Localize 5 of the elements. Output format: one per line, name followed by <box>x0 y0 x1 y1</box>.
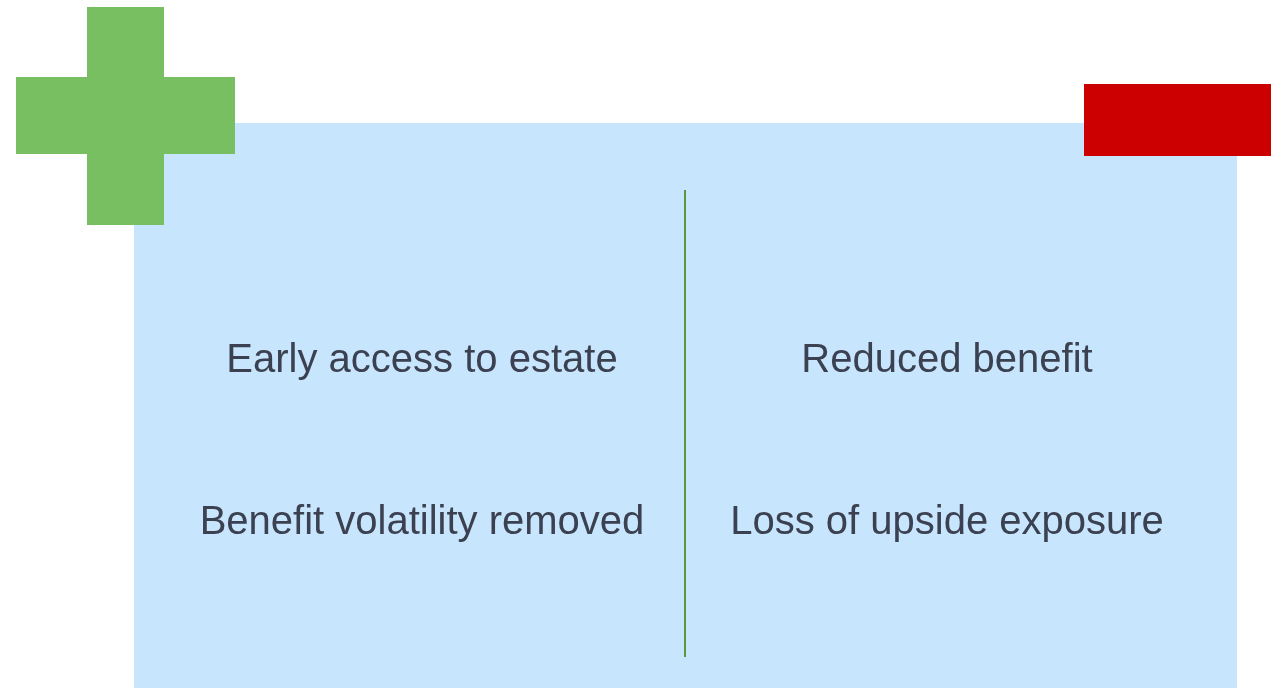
panel-text: Loss of upside exposure <box>729 497 1165 544</box>
panel-text: Reduced benefit <box>800 335 1094 382</box>
panel-text: Early access to estate <box>225 335 619 382</box>
panel-text: Benefit volatility removed <box>198 497 646 544</box>
panel <box>134 123 1237 688</box>
